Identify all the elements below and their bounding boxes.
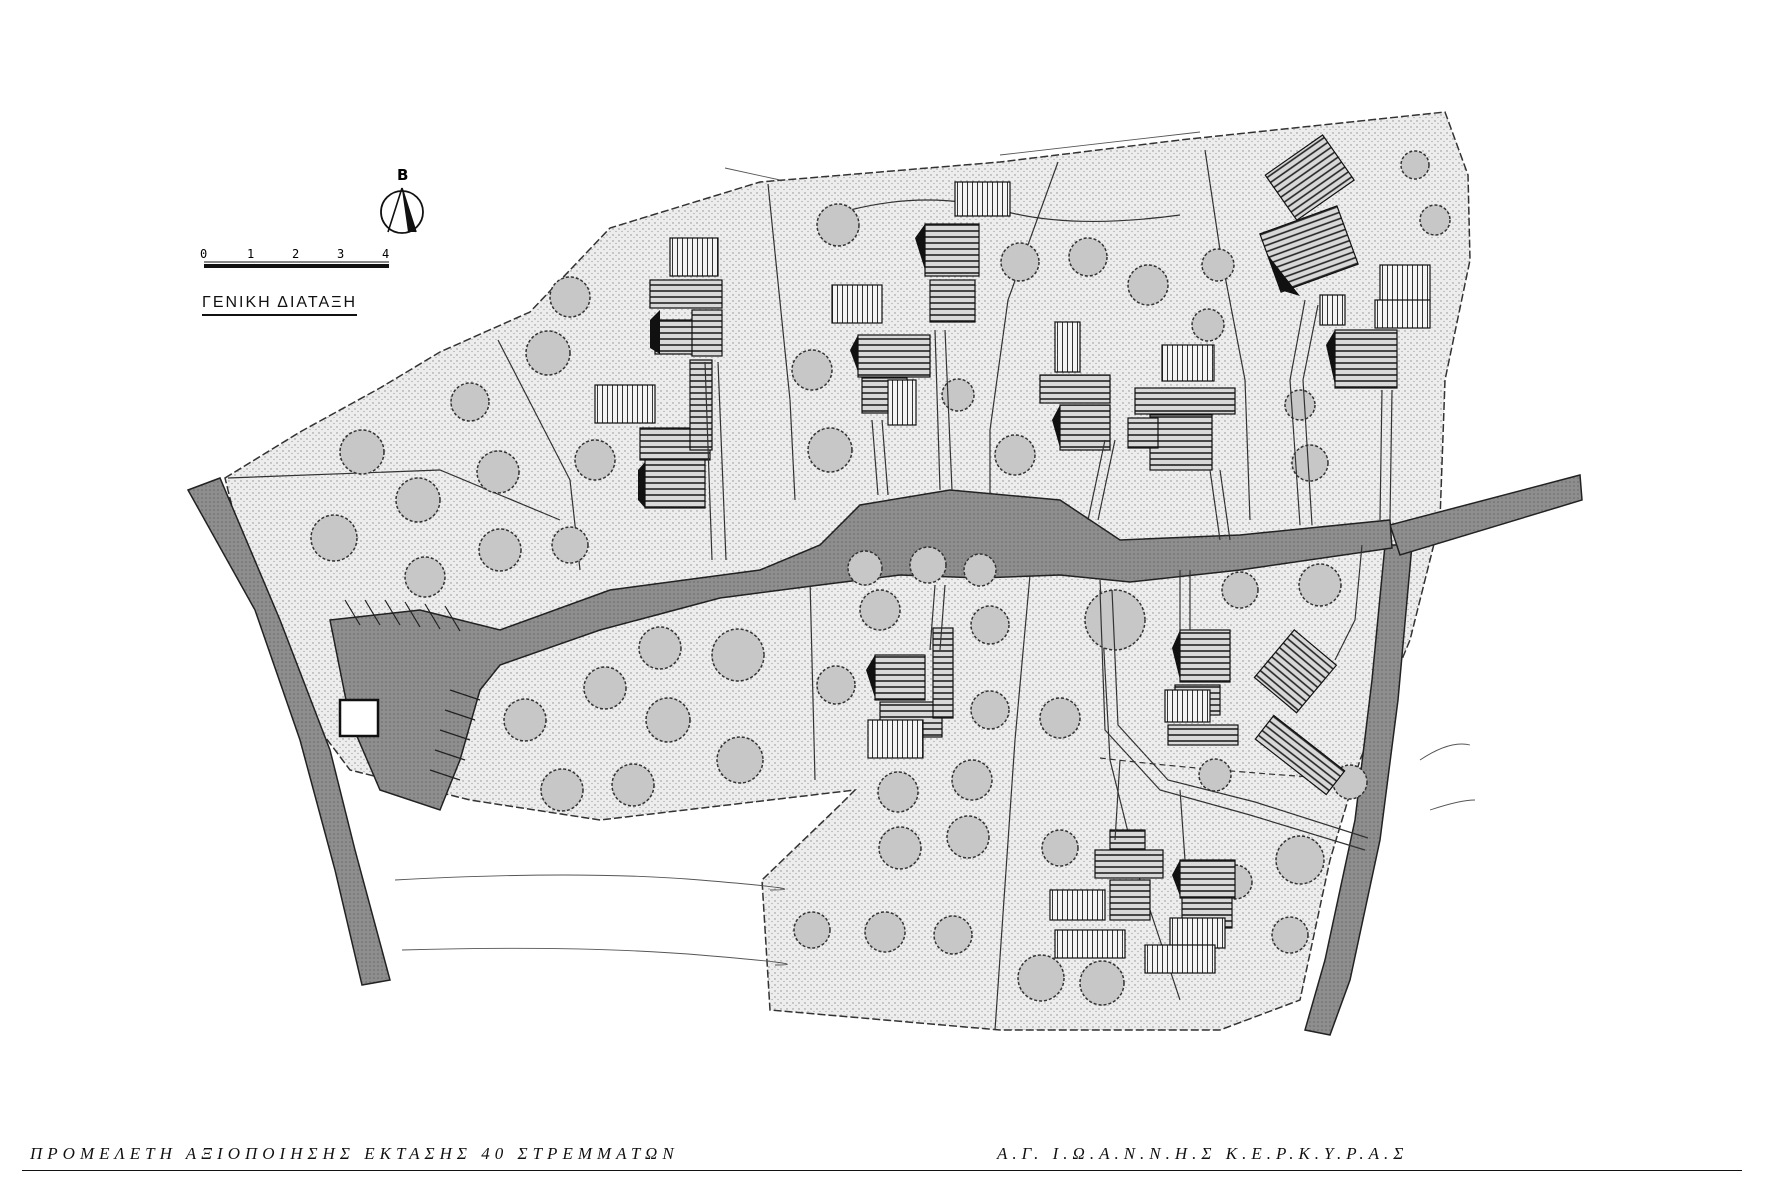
east-road-branch bbox=[1389, 474, 1583, 556]
scale-tick-2: 2 bbox=[292, 247, 299, 261]
title-left: ΠΡΟΜΕΛΕΤΗ ΑΞΙΟΠΟΙΗΣΗΣ ΕΚΤΑΣΗΣ 40 ΣΤΡΕΜΜΑ… bbox=[30, 1144, 679, 1163]
north-arrow: B bbox=[380, 166, 424, 234]
drawing-label: ΓΕΝΙΚΗ ΔΙΑΤΑΞΗ bbox=[202, 294, 358, 316]
building-shadows bbox=[638, 224, 1335, 896]
footpaths bbox=[704, 299, 1393, 861]
scale-tick-1: 1 bbox=[247, 247, 254, 261]
parking-area bbox=[344, 599, 481, 781]
access-road bbox=[329, 489, 1393, 811]
west-road bbox=[186, 477, 391, 986]
title-right: Α.Γ. Ι.Ω.Α.Ν.Ν.Η.Σ Κ.Ε.Ρ.Κ.Υ.Ρ.Α.Σ bbox=[997, 1144, 1409, 1163]
scale-bar: 0 1 2 3 4 bbox=[200, 247, 389, 268]
scale-tick-0: 0 bbox=[200, 247, 207, 261]
title-block: ΠΡΟΜΕΛΕΤΗ ΑΞΙΟΠΟΙΗΣΗΣ ΕΚΤΑΣΗΣ 40 ΣΤΡΕΜΜΑ… bbox=[22, 1144, 1742, 1171]
scale-tick-3: 3 bbox=[337, 247, 344, 261]
scale-tick-4: 4 bbox=[382, 247, 389, 261]
contour-lines bbox=[394, 131, 1476, 966]
houses bbox=[594, 134, 1431, 974]
north-arrow-letter: B bbox=[397, 166, 408, 184]
kiosk-building bbox=[338, 698, 380, 738]
